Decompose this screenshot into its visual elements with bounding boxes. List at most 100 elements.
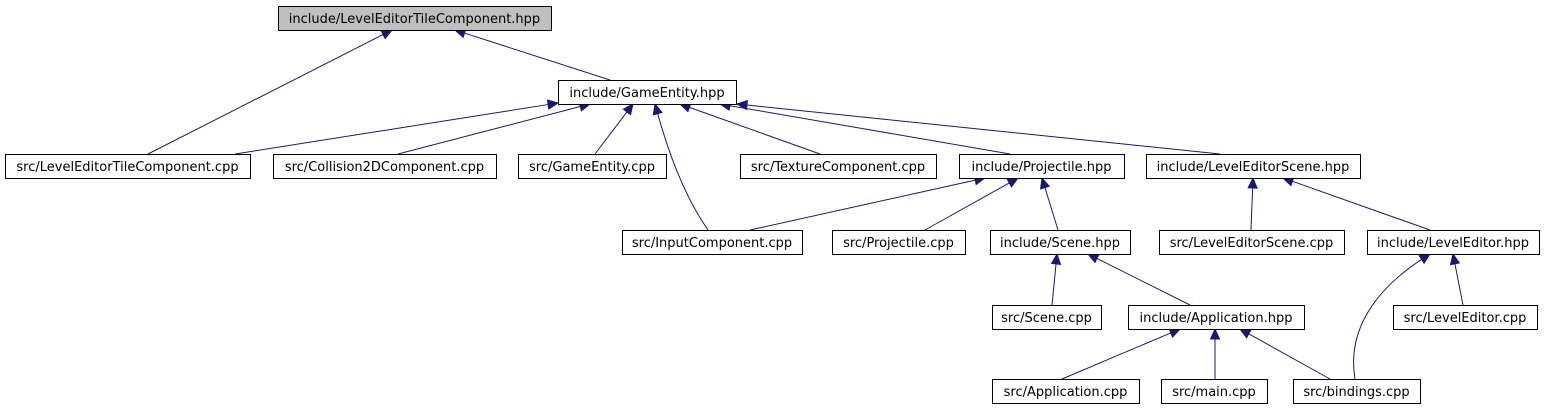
edge-line <box>147 34 384 155</box>
edge-arrowhead <box>380 29 394 40</box>
node-label: src/InputComponent.cpp <box>632 236 792 251</box>
edge-arrowhead <box>1418 253 1432 265</box>
node-n18[interactable]: src/bindings.cpp <box>1293 379 1421 404</box>
node-box <box>1146 154 1361 179</box>
edge-n10-to-n6 <box>1040 176 1059 231</box>
edge-arrowhead <box>1168 328 1182 338</box>
node-label: src/LevelEditorScene.cpp <box>1170 236 1334 251</box>
edge-arrowhead <box>546 99 560 110</box>
node-n16[interactable]: src/Application.cpp <box>992 379 1140 404</box>
node-n7[interactable]: include/LevelEditorScene.hpp <box>1146 154 1361 179</box>
edge-arrowhead <box>1449 252 1461 266</box>
node-n3[interactable]: src/Collision2DComponent.cpp <box>273 154 497 179</box>
node-box <box>1161 379 1268 404</box>
node-n15[interactable]: src/LevelEditor.cpp <box>1393 305 1538 330</box>
edge-line <box>689 106 821 155</box>
node-box <box>832 230 966 255</box>
edge-arrowhead <box>1209 327 1221 340</box>
node-box <box>273 154 497 179</box>
edge-line <box>1096 258 1191 306</box>
edge-n1-to-n0 <box>453 28 611 81</box>
node-n12[interactable]: include/LevelEditor.hpp <box>1367 230 1540 255</box>
node-label: include/LevelEditorScene.hpp <box>1157 160 1350 175</box>
edge-n8-to-n6 <box>749 175 987 231</box>
edge-line <box>749 179 976 231</box>
edge-n11-to-n7 <box>1247 176 1258 231</box>
node-n11[interactable]: src/LevelEditorScene.cpp <box>1159 230 1345 255</box>
edge-line <box>924 182 1010 231</box>
node-box <box>740 154 937 179</box>
node-box <box>1293 379 1421 404</box>
node-label: include/Scene.hpp <box>1000 236 1120 251</box>
edge-line <box>464 32 611 81</box>
edge-n13-to-n10 <box>1050 252 1062 306</box>
edge-n17-to-n14 <box>1209 327 1221 379</box>
edge-line <box>1061 332 1171 380</box>
edge-arrowhead <box>735 99 748 111</box>
node-box <box>990 230 1131 255</box>
edge-n3-to-n1 <box>397 101 592 155</box>
edge-arrowhead <box>1086 253 1100 264</box>
node-box <box>1367 230 1540 255</box>
edge-n18-to-n14 <box>1238 328 1331 380</box>
root-node-box <box>278 6 552 31</box>
edge-n9-to-n6 <box>924 177 1020 231</box>
node-n8[interactable]: src/InputComponent.cpp <box>622 230 803 255</box>
node-box <box>1128 305 1305 330</box>
edge-arrowhead <box>1006 177 1020 188</box>
node-label: src/LevelEditorTileComponent.cpp <box>16 160 238 175</box>
edge-line <box>729 105 1011 155</box>
node-label: src/TextureComponent.cpp <box>751 160 925 175</box>
edge-line <box>1353 259 1422 380</box>
node-label: include/LevelEditorTileComponent.hpp <box>289 12 540 27</box>
node-label: src/Collision2DComponent.cpp <box>285 160 484 175</box>
node-n17[interactable]: src/main.cpp <box>1161 379 1268 404</box>
edge-line <box>594 111 628 155</box>
edge-n16-to-n14 <box>1061 328 1182 380</box>
node-label: include/GameEntity.hpp <box>569 86 724 101</box>
node-box <box>1393 305 1538 330</box>
edge-arrowhead <box>1050 252 1062 265</box>
node-n1[interactable]: include/GameEntity.hpp <box>558 80 737 105</box>
node-n14[interactable]: include/Application.hpp <box>1128 305 1305 330</box>
node-n10[interactable]: include/Scene.hpp <box>990 230 1131 255</box>
edge-n14-to-n10 <box>1086 253 1191 306</box>
edge-line <box>746 104 1221 155</box>
edge-line <box>234 104 549 155</box>
edge-n12-to-n7 <box>1281 176 1431 231</box>
node-n4[interactable]: src/GameEntity.cpp <box>518 154 667 179</box>
node-label: src/Projectile.cpp <box>843 236 954 251</box>
nodes-layer: include/LevelEditorTileComponent.hpp incl… <box>5 6 1540 404</box>
node-label: src/bindings.cpp <box>1303 385 1409 400</box>
node-n0[interactable]: include/LevelEditorTileComponent.hpp <box>278 6 552 31</box>
edge-arrowhead <box>1247 176 1258 189</box>
node-n6[interactable]: include/Projectile.hpp <box>959 154 1125 179</box>
edge-arrowhead <box>652 102 663 116</box>
node-n13[interactable]: src/Scene.cpp <box>992 305 1102 330</box>
node-n5[interactable]: src/TextureComponent.cpp <box>740 154 937 179</box>
edge-line <box>1044 187 1059 231</box>
edge-n4-to-n1 <box>594 103 634 155</box>
node-n9[interactable]: src/Projectile.cpp <box>832 230 966 255</box>
edge-line <box>1051 263 1057 306</box>
node-box <box>622 230 803 255</box>
node-label: src/main.cpp <box>1172 385 1256 400</box>
edge-arrowhead <box>622 103 634 116</box>
edge-line <box>397 106 581 155</box>
edge-n2-to-n1 <box>234 99 560 155</box>
edge-n8-to-n1 <box>652 102 709 231</box>
edge-arrowhead <box>1040 176 1051 190</box>
node-box <box>558 80 737 105</box>
node-label: src/GameEntity.cpp <box>529 160 655 175</box>
edge-n15-to-n12 <box>1449 252 1464 306</box>
edge-n7-to-n1 <box>735 99 1221 155</box>
node-label: include/Application.hpp <box>1140 311 1293 326</box>
edge-line <box>1248 333 1331 380</box>
edge-arrowhead <box>1238 328 1252 339</box>
node-label: src/Application.cpp <box>1004 385 1128 400</box>
node-label: include/LevelEditor.hpp <box>1377 236 1529 251</box>
node-box <box>992 305 1102 330</box>
node-n2[interactable]: src/LevelEditorTileComponent.cpp <box>5 154 251 179</box>
edge-line <box>1292 180 1431 231</box>
